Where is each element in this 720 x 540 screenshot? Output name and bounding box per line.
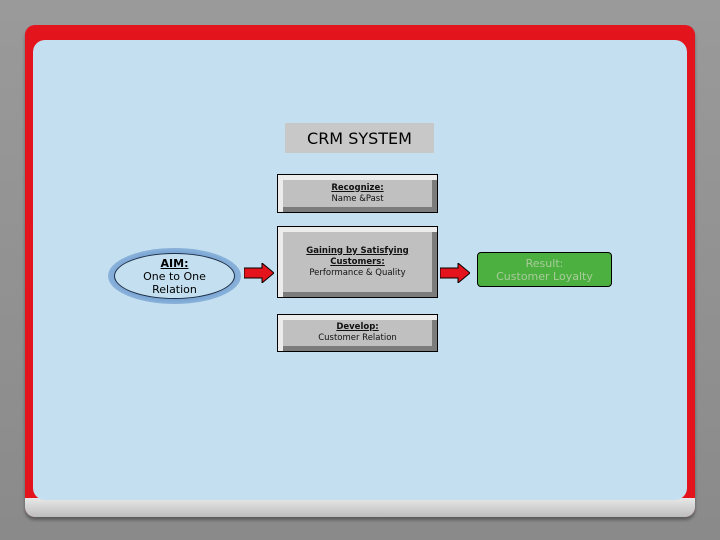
- step-gaining: Gaining by Satisfying Customers: Perform…: [277, 226, 438, 298]
- step-develop-heading: Develop:: [336, 322, 379, 332]
- aim-line-1: One to One: [143, 269, 206, 283]
- aim-ellipse: AIM: One to One Relation: [114, 253, 235, 299]
- step-develop: Develop: Customer Relation: [277, 314, 438, 352]
- aim-heading: AIM:: [160, 256, 189, 270]
- aim-line-2: Relation: [152, 282, 197, 296]
- arrow-right-icon: [244, 263, 274, 283]
- step-gaining-heading-2: Customers:: [330, 256, 385, 267]
- diagram-title: CRM SYSTEM: [285, 123, 434, 153]
- slide-frame-bottom: [25, 498, 695, 517]
- result-box: Result: Customer Loyalty: [477, 252, 612, 287]
- result-line-1: Result:: [525, 256, 564, 270]
- arrow-right-icon: [440, 263, 470, 283]
- result-line-2: Customer Loyalty: [496, 269, 593, 283]
- step-recognize: Recognize: Name &Past: [277, 174, 438, 213]
- step-recognize-heading: Recognize:: [331, 182, 384, 193]
- step-gaining-text: Performance & Quality: [309, 267, 406, 278]
- step-gaining-heading: Gaining by Satisfying: [306, 245, 409, 256]
- step-recognize-text: Name &Past: [331, 193, 384, 204]
- step-develop-text: Customer Relation: [318, 333, 397, 343]
